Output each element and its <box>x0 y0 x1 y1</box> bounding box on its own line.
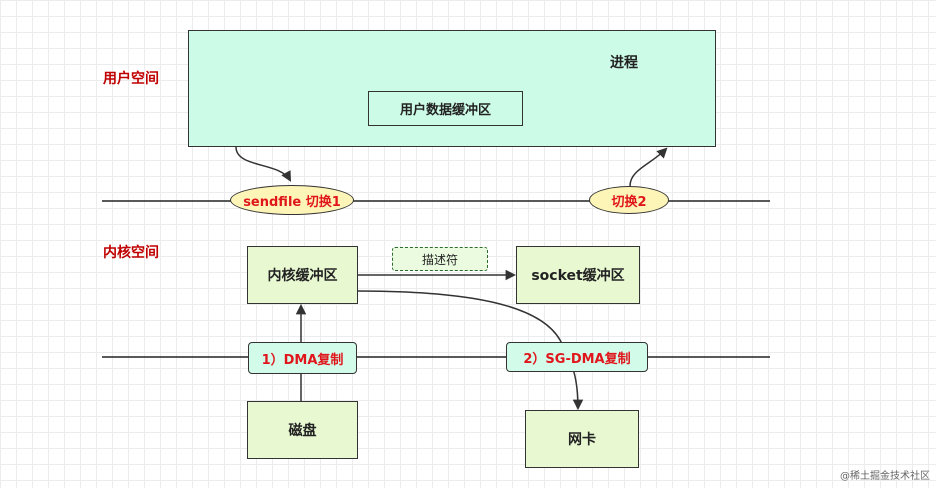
nic-box: 网卡 <box>525 410 639 468</box>
sg-dma-copy-tag: 2）SG-DMA复制 <box>506 342 648 372</box>
user-buffer-box: 用户数据缓冲区 <box>368 91 523 126</box>
kernel-space-label: 内核空间 <box>103 245 159 261</box>
process-label: 进程 <box>610 55 638 71</box>
sendfile-call-arrow <box>235 146 292 182</box>
dma-copy-tag: 1）DMA复制 <box>248 342 357 374</box>
sendfile-switch-badge: sendfile 切换1 <box>230 185 354 215</box>
kernel-to-nic-arrow <box>357 290 584 411</box>
watermark: @稀土掘金技术社区 <box>840 471 930 482</box>
socket-buffer-box: socket缓冲区 <box>516 246 640 304</box>
switch2-badge: 切换2 <box>589 186 669 214</box>
return-switch-arrow <box>629 147 668 187</box>
kernel-buffer-box: 内核缓冲区 <box>247 246 358 304</box>
process-box: 进程 用户数据缓冲区 <box>188 30 716 147</box>
user-space-label: 用户空间 <box>103 71 159 87</box>
disk-box: 磁盘 <box>247 401 358 459</box>
descriptor-label: 描述符 <box>392 247 488 271</box>
